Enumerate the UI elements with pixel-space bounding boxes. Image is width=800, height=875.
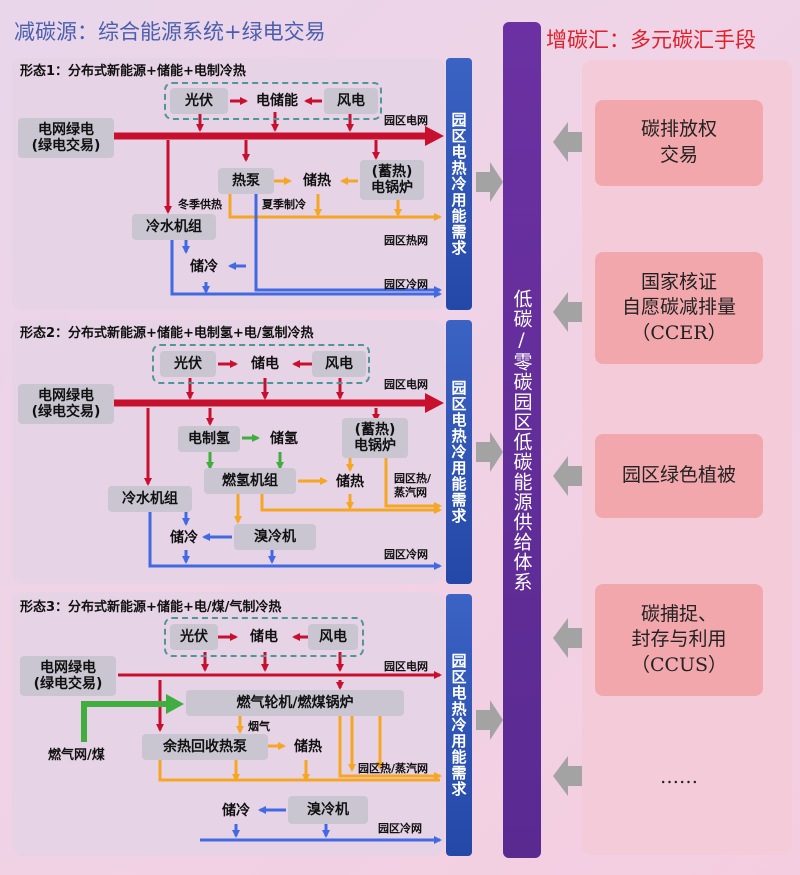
low-carbon-supply-system-text: 低碳/零碳园区低碳能源供给体系 (510, 288, 533, 592)
form2-fuel-cell-node: 燃氢机组 (204, 468, 296, 494)
form2-wind-node: 风电 (312, 351, 366, 377)
form3-pv-node: 光伏 (170, 624, 218, 650)
form3-cold-net-label: 园区冷网 (378, 822, 422, 835)
form2-elec-net-label: 园区电网 (384, 378, 428, 391)
form1-cold-store-node: 储冷 (190, 258, 218, 275)
form2-h2-store-node: 储氢 (270, 430, 298, 447)
form2-renewables-group (152, 344, 370, 384)
demand-to-system-arrows (476, 162, 503, 740)
form2-connectors (114, 360, 444, 570)
form3-grid-node: 电网绿电 (绿电交易) (20, 656, 116, 696)
sink-to-system-arrows (553, 122, 582, 796)
form1-elec-net-label: 园区电网 (384, 114, 428, 127)
form3-title: 形态3：分布式新能源+储能+电/煤/气制冷热 (20, 600, 282, 615)
low-carbon-supply-system-bar: 低碳/零碳园区低碳能源供给体系 (503, 22, 541, 858)
form1-heat-pump-node: 热泵 (218, 168, 274, 194)
form1-wind-node: 风电 (324, 88, 378, 114)
form3-gas-coal-label: 燃气网/煤 (48, 748, 105, 763)
form2-grid-node: 电网绿电 (绿电交易) (18, 384, 114, 424)
carbon-trading-box: 碳排放权 交易 (595, 100, 763, 186)
form2-boiler-node: (蓄热) 电锅炉 (342, 418, 408, 458)
form2-e-h2-node: 电制氢 (178, 426, 240, 452)
form1-renewables-group (164, 82, 382, 120)
form1-storage-node: 电储能 (256, 92, 298, 109)
form3-cold-store-node: 储冷 (222, 802, 250, 819)
form3-renewables-group (164, 617, 364, 657)
form1-title: 形态1：分布式新能源+储能+电制冷热 (20, 64, 246, 79)
form3-connectors (81, 633, 442, 844)
form2-demand-bar: 园区电热冷用能需求 (446, 320, 472, 584)
ccer-box: 国家核证 自愿碳减排量 （CCER） (595, 252, 763, 364)
form2-pv-node: 光伏 (160, 351, 216, 377)
green-vegetation-box: 园区绿色植被 (595, 434, 763, 518)
right-header: 增碳汇：多元碳汇手段 (546, 28, 756, 52)
form2-demand-text: 园区电热冷用能需求 (449, 380, 468, 524)
ccus-box: 碳捕捉、 封存与利用 （CCUS） (595, 584, 763, 696)
form1-grid-node: 电网绿电 (绿电交易) (18, 118, 114, 158)
form2-cold-store-node: 储冷 (170, 529, 198, 546)
form1-heat-store-node: 储热 (303, 172, 331, 189)
form3-flue-label: 烟气 (248, 720, 270, 733)
form2-br-chiller-node: 溴冷机 (234, 524, 316, 550)
form3-wind-node: 风电 (308, 624, 358, 650)
form1-pv-node: 光伏 (170, 88, 228, 114)
form3-heat-recovery-node: 余热回收热泵 (142, 734, 268, 760)
form3-storage-node: 储电 (250, 628, 278, 645)
form3-turbine-node: 燃气轮机/燃煤锅炉 (186, 690, 404, 716)
form2-chiller-node: 冷水机组 (108, 486, 192, 512)
form2-storage-node: 储电 (251, 355, 279, 372)
form1-winter-label: 冬季供热 (178, 198, 222, 211)
form3-br-chiller-node: 溴冷机 (288, 796, 368, 824)
form2-cold-net-label: 园区冷网 (384, 548, 428, 561)
form3-elec-net-label: 园区电网 (384, 660, 428, 673)
form1-cold-net-label: 园区冷网 (384, 278, 428, 291)
form1-connectors (112, 97, 444, 298)
form1-chiller-node: 冷水机组 (132, 214, 216, 240)
form1-boiler-node: (蓄热) 电锅炉 (360, 160, 424, 200)
form3-heat-steam-label: 园区热/蒸汽网 (358, 762, 429, 775)
form2-heat-steam-label: 园区热/ 蒸汽网 (394, 472, 432, 499)
form3-demand-text: 园区电热冷用能需求 (449, 653, 468, 797)
form2-heat-store-node: 储热 (336, 473, 364, 490)
form3-demand-bar: 园区电热冷用能需求 (446, 594, 472, 856)
form1-demand-bar: 园区电热冷用能需求 (446, 58, 472, 310)
form2-title: 形态2：分布式新能源+储能+电制氢+电/氢制冷热 (20, 326, 314, 341)
form3-heat-store-node: 储热 (294, 738, 322, 755)
form1-heat-net-label: 园区热网 (384, 234, 428, 247)
form1-summer-label: 夏季制冷 (262, 198, 306, 211)
form1-demand-text: 园区电热冷用能需求 (449, 112, 468, 256)
more-sinks-box: …… (660, 766, 698, 789)
left-header: 减碳源：综合能源系统+绿电交易 (14, 20, 326, 44)
